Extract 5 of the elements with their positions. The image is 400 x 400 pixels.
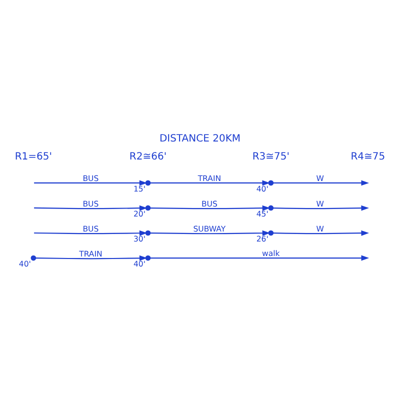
- label: R1=65': [14, 151, 52, 162]
- label: R3≅75': [252, 151, 290, 162]
- label: R2≅66': [129, 151, 167, 162]
- label: R4≅75: [350, 151, 386, 162]
- diagram-title: DISTANCE 20KM: [159, 133, 241, 144]
